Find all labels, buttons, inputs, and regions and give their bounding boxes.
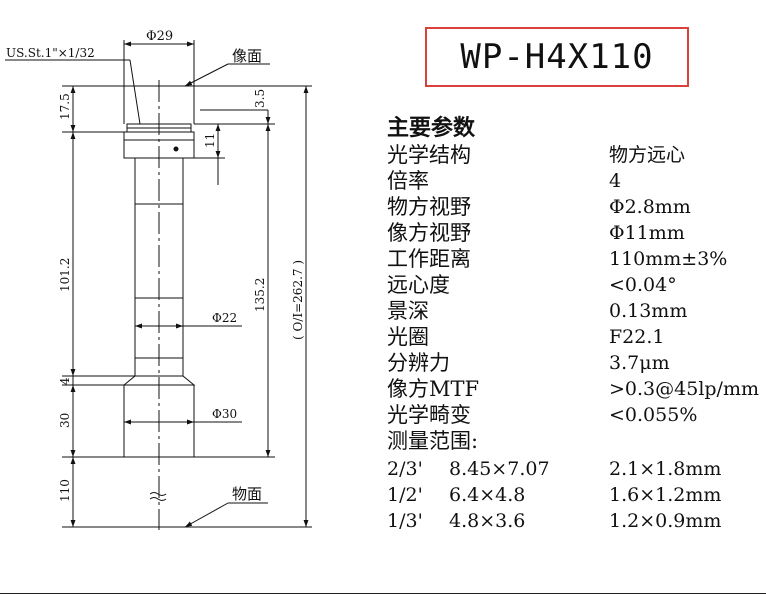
image-plane-label: 像面 — [232, 47, 262, 65]
spec-row: 光学结构 物方远心 — [387, 142, 762, 168]
spec-value: 3.7μm — [609, 352, 670, 374]
spec-value: 0.13mm — [609, 300, 688, 322]
sensor-dimensions: 8.45×7.07 — [449, 458, 550, 480]
sensor-size: 1/3' — [387, 510, 423, 532]
set-screw — [173, 146, 179, 152]
lens-drawing: Φ29 US.St.1"×1/32 像面 17.5 3.5 11 101.2 1… — [5, 29, 312, 530]
spec-value: F22.1 — [609, 326, 665, 348]
spec-value: <0.055% — [609, 404, 698, 426]
bottom-divider — [0, 593, 766, 594]
spec-value: >0.3@45lp/mm — [609, 378, 759, 400]
sensor-dimensions: 6.4×4.8 — [449, 484, 526, 506]
dim-4: 4 — [58, 377, 72, 385]
range-row: 2/3' 8.45×7.07 2.1×1.8mm — [387, 456, 762, 482]
spec-row: 工作距离 110mm±3% — [387, 246, 762, 272]
thread-label: US.St.1"×1/32 — [6, 46, 95, 60]
field-dimensions: 1.2×0.9mm — [609, 510, 722, 532]
spec-list: 光学结构 物方远心 倍率 4 物方视野 Φ2.8mm 像方视野 Φ11mm 工作距离 11… — [387, 142, 762, 428]
spec-row: 分辨力 3.7μm — [387, 350, 762, 376]
spec-key: 工作距离 — [387, 247, 471, 271]
spec-key: 光学结构 — [387, 143, 471, 167]
spec-heading: 主要参数 — [387, 116, 476, 141]
model-title: WP-H4X110 — [460, 37, 654, 77]
spec-key: 像方视野 — [387, 221, 471, 245]
spec-key: 光圈 — [387, 325, 429, 349]
spec-row: 物方视野 Φ2.8mm — [387, 194, 762, 220]
range-row: 1/3' 4.8×3.6 1.2×0.9mm — [387, 508, 762, 534]
dim-30: 30 — [58, 413, 72, 428]
spec-key: 分辨力 — [387, 351, 450, 375]
range-row: 1/2' 6.4×4.8 1.6×1.2mm — [387, 482, 762, 508]
spec-row: 像方视野 Φ11mm — [387, 220, 762, 246]
spec-key: 景深 — [387, 299, 429, 323]
barrel-tube — [134, 157, 184, 377]
model-title-box: WP-H4X110 — [425, 27, 689, 87]
dim-11: 11 — [203, 133, 217, 148]
sensor-dimensions: 4.8×3.6 — [449, 510, 526, 532]
dim-3-5: 3.5 — [253, 89, 267, 108]
dim-top-diameter: Φ29 — [146, 29, 173, 44]
sensor-size: 2/3' — [387, 458, 423, 480]
dim-101-2: 101.2 — [58, 258, 72, 292]
spec-value: 4 — [609, 170, 622, 192]
spec-key: 物方视野 — [387, 195, 471, 219]
sensor-size: 1/2' — [387, 484, 423, 506]
spec-value: 110mm±3% — [609, 248, 728, 270]
spec-key: 像方MTF — [387, 377, 480, 401]
field-dimensions: 2.1×1.8mm — [609, 458, 722, 480]
spec-row: 像方MTF >0.3@45lp/mm — [387, 376, 762, 402]
field-dimensions: 1.6×1.2mm — [609, 484, 722, 506]
spec-key: 光学畸变 — [387, 403, 471, 427]
dim-oi: ( O/I=262.7 ) — [291, 260, 305, 340]
range-list: 2/3' 8.45×7.07 2.1×1.8mm 1/2' 6.4×4.8 1.6×1.… — [387, 456, 762, 534]
range-title: 测量范围: — [387, 429, 479, 453]
dim-17-5: 17.5 — [58, 93, 72, 120]
spec-row: 景深 0.13mm — [387, 298, 762, 324]
break-symbol — [149, 492, 167, 501]
dim-front-diameter: Φ30 — [212, 407, 237, 421]
dim-135-2: 135.2 — [253, 278, 267, 312]
dim-mid-diameter: Φ22 — [212, 311, 237, 325]
spec-row: 倍率 4 — [387, 168, 762, 194]
spec-value: <0.04° — [609, 274, 677, 296]
spec-key: 远心度 — [387, 273, 450, 297]
object-plane-label: 物面 — [232, 485, 262, 503]
spec-value: Φ11mm — [609, 222, 685, 244]
spec-row: 远心度 <0.04° — [387, 272, 762, 298]
spec-row: 光学畸变 <0.055% — [387, 402, 762, 428]
dim-110: 110 — [58, 479, 72, 502]
spec-key: 倍率 — [387, 169, 429, 193]
spec-value: 物方远心 — [609, 144, 686, 166]
spec-row: 光圈 F22.1 — [387, 324, 762, 350]
spec-value: Φ2.8mm — [609, 196, 691, 218]
